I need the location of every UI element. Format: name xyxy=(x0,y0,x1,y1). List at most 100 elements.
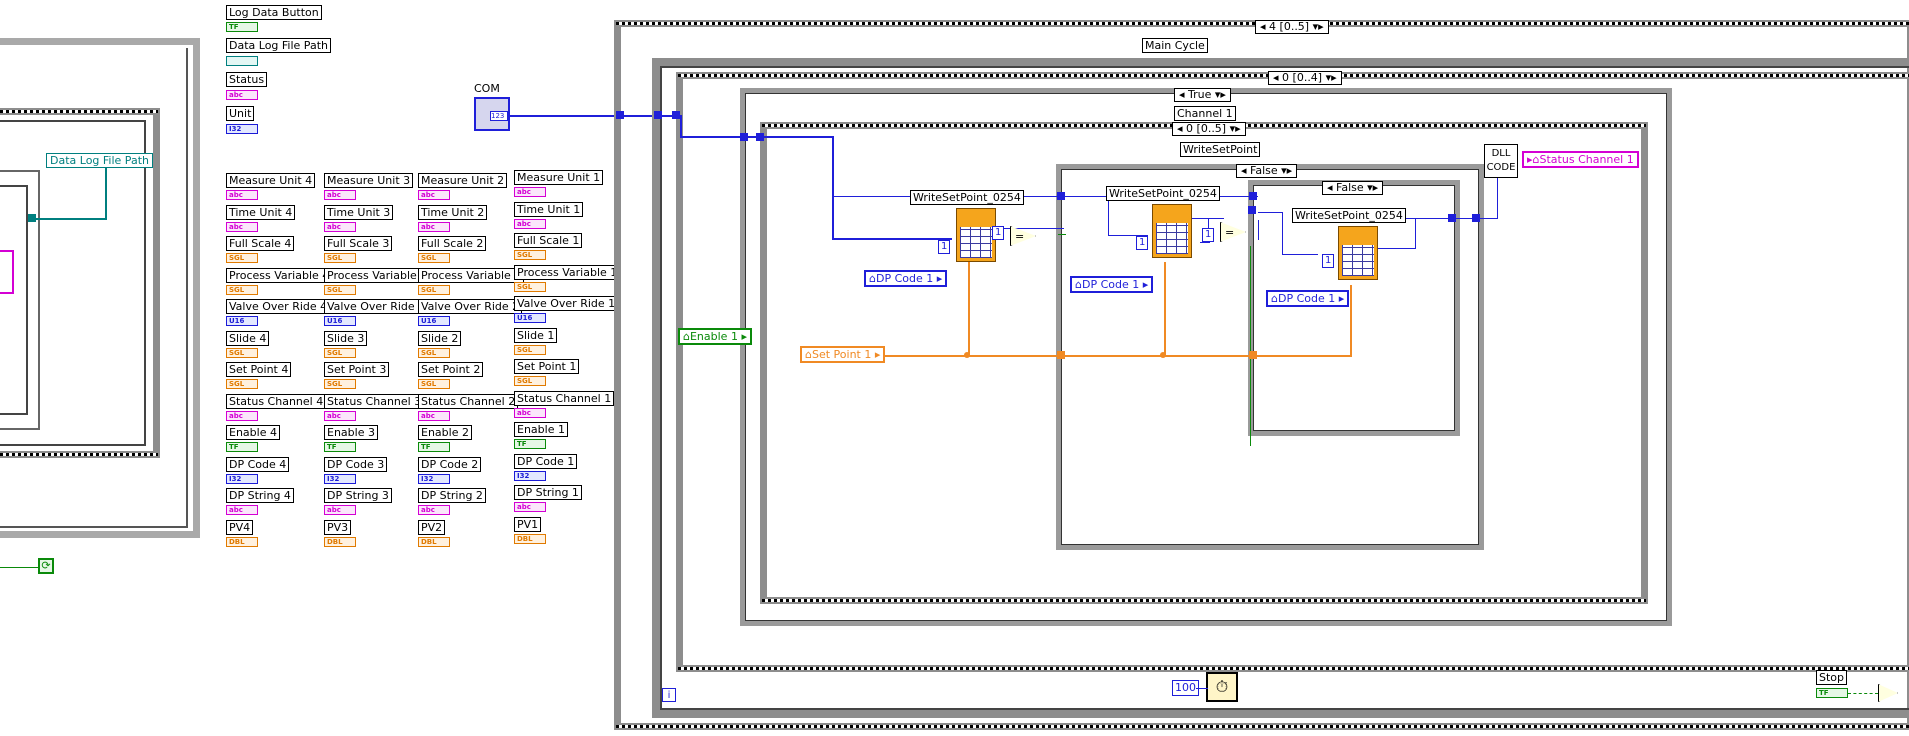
channel-3-process-variable-terminal[interactable]: SGL xyxy=(324,284,356,295)
channel-4-full-scale-label: Full Scale 4 xyxy=(226,236,295,251)
channel-2-measure-unit-terminal[interactable]: abc xyxy=(418,190,450,200)
channel-3-valve-override-terminal[interactable]: U16 xyxy=(324,316,356,326)
channel-4-valve-override-label: Valve Over Ride 4 xyxy=(226,299,331,314)
channel-4-dp-string-label: DP String 4 xyxy=(226,488,294,503)
wsp-1-label: WriteSetPoint_0254 xyxy=(910,190,1024,205)
channel-1-status-channel-terminal[interactable]: abc xyxy=(514,407,546,418)
channel-2-status-channel-label: Status Channel 2 xyxy=(418,393,519,409)
channel-2-set-point-terminal[interactable]: SGL xyxy=(418,379,450,389)
channel-2-valve-override-label: Valve Over Ride 2 xyxy=(418,299,523,314)
dp-code-local-3[interactable]: ⌂DP Code 1 ▸ xyxy=(1266,290,1350,307)
channel-3-measure-unit-label: Measure Unit 3 xyxy=(324,173,414,188)
channel-2-full-scale-label: Full Scale 2 xyxy=(418,236,487,251)
channel-1-enable-terminal[interactable]: TF xyxy=(514,439,546,449)
channel-1-set-point-label: Set Point 1 xyxy=(514,359,580,374)
channel-4-slide-terminal[interactable]: SGL xyxy=(226,347,258,358)
channel-2-time-unit-terminal[interactable]: abc xyxy=(418,221,450,232)
channel-3-enable-terminal[interactable]: TF xyxy=(324,442,356,452)
wait-timer-icon[interactable]: ⏱ xyxy=(1206,672,1238,702)
status-channel-local[interactable]: ▸⌂Status Channel 1 xyxy=(1522,151,1639,168)
channel-2-dp-code-terminal[interactable]: I32 xyxy=(418,473,450,484)
channel-1-enable-label: Enable 1 xyxy=(514,422,568,437)
channel-1-dp-code-terminal[interactable]: I32 xyxy=(514,470,546,481)
dp-code-local-1[interactable]: ⌂DP Code 1 ▸ xyxy=(864,270,948,287)
enable-local[interactable]: ⌂Enable 1 ▸ xyxy=(678,328,752,345)
channel-4-measure-unit-terminal[interactable]: abc xyxy=(226,190,258,200)
channel-sequence-selector[interactable]: ◂ 0 [0..5] ▾▸ xyxy=(1172,122,1246,136)
channel-4-measure-unit-label: Measure Unit 4 xyxy=(226,173,316,188)
channel-3-pv-label: PV3 xyxy=(324,519,352,535)
channel-3-enable-label: Enable 3 xyxy=(324,425,378,440)
channel-1-full-scale-terminal[interactable]: SGL xyxy=(514,250,546,260)
case-selector-true[interactable]: ◂ True ▾▸ xyxy=(1174,88,1231,102)
wsp-2-node[interactable] xyxy=(1152,204,1192,258)
channel-3-set-point-terminal[interactable]: SGL xyxy=(324,379,356,389)
channel-3-time-unit-label: Time Unit 3 xyxy=(324,204,394,220)
channel-3-set-point-label: Set Point 3 xyxy=(324,362,390,377)
channel-2-dp-string-terminal[interactable]: abc xyxy=(418,505,450,515)
channel-1-set-point-terminal[interactable]: SGL xyxy=(514,376,546,386)
channel-3-full-scale-terminal[interactable]: SGL xyxy=(324,253,356,263)
case-selector-false-1[interactable]: ◂ False ▾▸ xyxy=(1236,164,1298,178)
channel-3-process-variable-label: Process Variable 3 xyxy=(324,267,431,283)
channel-4-valve-override-terminal[interactable]: U16 xyxy=(226,316,258,326)
channel-2-enable-terminal[interactable]: TF xyxy=(418,442,450,452)
channel-4-pv-terminal[interactable]: DBL xyxy=(226,536,258,547)
wait-ms-const[interactable]: 100 xyxy=(1172,680,1199,696)
channel-1-pv-terminal[interactable]: DBL xyxy=(514,533,546,544)
loop-condition-icon[interactable]: ⟳ xyxy=(38,558,54,574)
log-data-button-terminal[interactable]: TF xyxy=(226,22,258,32)
channel-4-enable-label: Enable 4 xyxy=(226,425,280,440)
channel-1-slide-terminal[interactable]: SGL xyxy=(514,344,546,355)
channel-3-status-channel-label: Status Channel 3 xyxy=(324,393,425,409)
unit-label: Unit xyxy=(226,106,255,121)
channel-3-dp-code-terminal[interactable]: I32 xyxy=(324,473,356,484)
channel-3-status-channel-terminal[interactable]: abc xyxy=(324,410,356,421)
inner-sequence-selector[interactable]: ◂ 0 [0..4] ▾▸ xyxy=(1268,71,1342,85)
data-log-file-path-terminal[interactable] xyxy=(226,56,258,66)
channel-2-slide-terminal[interactable]: SGL xyxy=(418,347,450,358)
channel-1-time-unit-label: Time Unit 1 xyxy=(514,201,584,217)
com-terminal[interactable]: 123 xyxy=(474,97,510,131)
channel-4-time-unit-terminal[interactable]: abc xyxy=(226,221,258,232)
outer-sequence-selector[interactable]: ◂ 4 [0..5] ▾▸ xyxy=(1255,20,1329,34)
set-point-local[interactable]: ⌂Set Point 1 ▸ xyxy=(800,346,886,363)
channel-4-process-variable-label: Process Variable 4 xyxy=(226,267,333,283)
unit-terminal[interactable]: I32 xyxy=(226,124,258,134)
channel-1-time-unit-terminal[interactable]: abc xyxy=(514,218,546,229)
channel-4-status-channel-label: Status Channel 4 xyxy=(226,393,327,409)
dp-code-local-2[interactable]: ⌂DP Code 1 ▸ xyxy=(1070,276,1154,293)
channel-1-dp-string-terminal[interactable]: abc xyxy=(514,502,546,512)
channel-1-process-variable-terminal[interactable]: SGL xyxy=(514,281,546,292)
channel-3-dp-string-terminal[interactable]: abc xyxy=(324,505,356,515)
channel-1-measure-unit-terminal[interactable]: abc xyxy=(514,187,546,197)
channel-3-slide-terminal[interactable]: SGL xyxy=(324,347,356,358)
channel-4-slide-label: Slide 4 xyxy=(226,330,270,346)
channel-3-measure-unit-terminal[interactable]: abc xyxy=(324,190,356,200)
case-selector-false-2[interactable]: ◂ False ▾▸ xyxy=(1322,181,1384,195)
channel-2-pv-terminal[interactable]: DBL xyxy=(418,536,450,547)
channel-4-full-scale-terminal[interactable]: SGL xyxy=(226,253,258,263)
channel-2-status-channel-terminal[interactable]: abc xyxy=(418,410,450,421)
wsp-1-node[interactable] xyxy=(956,208,996,262)
channel-4-set-point-terminal[interactable]: SGL xyxy=(226,379,258,389)
channel-2-valve-override-terminal[interactable]: U16 xyxy=(418,316,450,326)
channel-1-valve-override-terminal[interactable]: U16 xyxy=(514,313,546,323)
channel-2-dp-string-label: DP String 2 xyxy=(418,488,486,503)
channel-4-status-channel-terminal[interactable]: abc xyxy=(226,410,258,421)
wsp-2-label: WriteSetPoint_0254 xyxy=(1106,186,1220,201)
channel-4-set-point-label: Set Point 4 xyxy=(226,362,292,377)
channel-3-time-unit-terminal[interactable]: abc xyxy=(324,221,356,232)
channel-4-process-variable-terminal[interactable]: SGL xyxy=(226,284,258,295)
channel-2-process-variable-terminal[interactable]: SGL xyxy=(418,284,450,295)
equal-1-const: 1 xyxy=(992,226,1005,240)
channel-4-dp-string-terminal[interactable]: abc xyxy=(226,505,258,515)
channel-4-enable-terminal[interactable]: TF xyxy=(226,442,258,452)
channel-3-pv-terminal[interactable]: DBL xyxy=(324,536,356,547)
data-log-file-path-local[interactable]: Data Log File Path xyxy=(46,153,153,168)
channel-4-dp-code-terminal[interactable]: I32 xyxy=(226,473,258,484)
status-terminal[interactable]: abc xyxy=(226,90,258,100)
wsp-3-node[interactable] xyxy=(1338,226,1378,280)
stop-terminal[interactable]: TF xyxy=(1816,688,1848,698)
channel-2-full-scale-terminal[interactable]: SGL xyxy=(418,253,450,263)
